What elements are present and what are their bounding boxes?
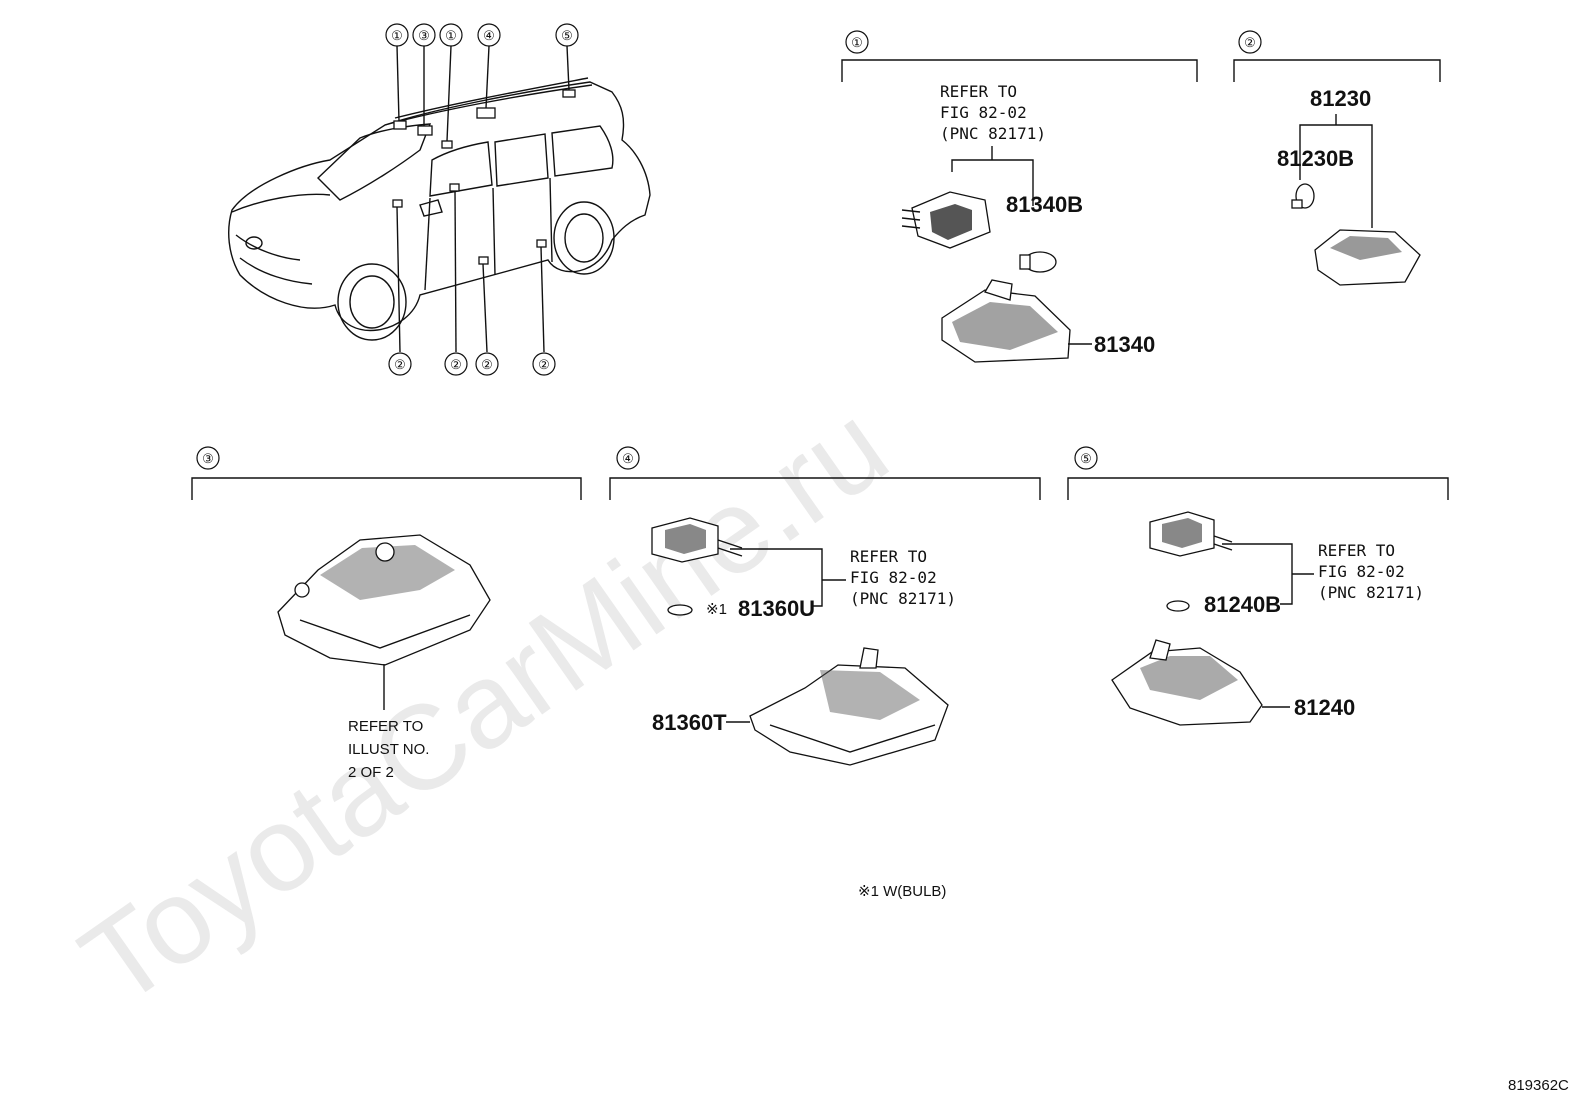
- svg-text:①: ①: [391, 28, 403, 43]
- group-3-number: ③: [202, 451, 214, 466]
- part-81340: 81340: [1094, 332, 1155, 357]
- part-81230B: 81230B: [1277, 146, 1354, 171]
- bulb-81240B-icon: [1166, 600, 1190, 612]
- group-1-refer-line2: FIG 82-02: [940, 103, 1027, 122]
- vehicle-leaders: [396, 45, 570, 353]
- vehicle-callouts-bottom: ② ② ② ②: [388, 352, 556, 376]
- group-3: ③ REFER TO ILLUST NO. 2 OF 2: [191, 446, 582, 781]
- group-1-number: ①: [851, 35, 863, 50]
- svg-text:②: ②: [538, 357, 550, 372]
- part-81360U: 81360U: [738, 596, 815, 621]
- group-1-refer-line1: REFER TO: [940, 82, 1017, 101]
- lamp-81240-icon: [1111, 639, 1263, 726]
- group-4-refer-line1: REFER TO: [850, 547, 927, 566]
- callout-bottom-2: ②: [444, 352, 468, 376]
- lamp-81360T-icon: [749, 647, 949, 766]
- socket-icon: [901, 191, 991, 249]
- group-2-number: ②: [1244, 35, 1256, 50]
- svg-text:①: ①: [445, 28, 457, 43]
- lamp-81340-icon: [941, 279, 1071, 363]
- svg-text:②: ②: [481, 357, 493, 372]
- part-81230: 81230: [1310, 86, 1371, 111]
- callout-top-2: ③: [412, 23, 436, 47]
- figure-code: 819362C: [1508, 1077, 1569, 1094]
- svg-text:③: ③: [418, 28, 430, 43]
- group-5-refer-line1: REFER TO: [1318, 541, 1395, 560]
- group-2: ② 81230 81230B: [1233, 30, 1441, 286]
- group-4: ④ REFER TO FIG 82-02 (PNC 82171) ※1 8136…: [609, 446, 1041, 766]
- vehicle-illustration: [228, 77, 651, 341]
- group-4-refer-line2: FIG 82-02: [850, 568, 937, 587]
- callout-bottom-1: ②: [388, 352, 412, 376]
- bulb-81230B-icon: [1291, 183, 1315, 209]
- socket-5-icon: [1149, 511, 1233, 557]
- svg-text:④: ④: [483, 28, 495, 43]
- bulb-81360U-icon: [667, 604, 693, 616]
- group-4-note-mark: ※1: [706, 601, 727, 618]
- part-81360T: 81360T: [652, 710, 727, 735]
- part-81240: 81240: [1294, 695, 1355, 720]
- group-5-refer-line3: (PNC 82171): [1318, 583, 1424, 602]
- group-4-refer-line3: (PNC 82171): [850, 589, 956, 608]
- callout-top-5: ⑤: [555, 23, 579, 47]
- socket-4-icon: [651, 517, 743, 563]
- callout-bottom-3: ②: [475, 352, 499, 376]
- group-1: ① REFER TO FIG 82-02 (PNC 82171) 81340B …: [841, 30, 1198, 363]
- group-1-refer-line3: (PNC 82171): [940, 124, 1046, 143]
- console-assembly-icon: [277, 534, 491, 666]
- footnote: ※1 W(BULB): [858, 883, 946, 900]
- svg-text:②: ②: [450, 357, 462, 372]
- group-5: ⑤ REFER TO FIG 82-02 (PNC 82171) 81240B …: [1067, 446, 1449, 726]
- group-3-refer-line3: 2 OF 2: [348, 764, 394, 781]
- group-3-refer-line2: ILLUST NO.: [348, 741, 429, 758]
- callout-top-4: ④: [477, 23, 501, 47]
- part-81240B: 81240B: [1204, 592, 1281, 617]
- svg-text:②: ②: [394, 357, 406, 372]
- group-4-number: ④: [622, 451, 634, 466]
- callout-bottom-4: ②: [532, 352, 556, 376]
- bulb-icon: [1019, 251, 1057, 273]
- group-5-number: ⑤: [1080, 451, 1092, 466]
- callout-top-3: ①: [439, 23, 463, 47]
- lamp-81230-icon: [1314, 229, 1421, 286]
- group-5-refer-line2: FIG 82-02: [1318, 562, 1405, 581]
- vehicle-callouts-top: ① ③ ① ④ ⑤: [385, 23, 579, 47]
- svg-text:⑤: ⑤: [561, 28, 573, 43]
- callout-top-1: ①: [385, 23, 409, 47]
- part-81340B: 81340B: [1006, 192, 1083, 217]
- group-3-refer-line1: REFER TO: [348, 718, 423, 735]
